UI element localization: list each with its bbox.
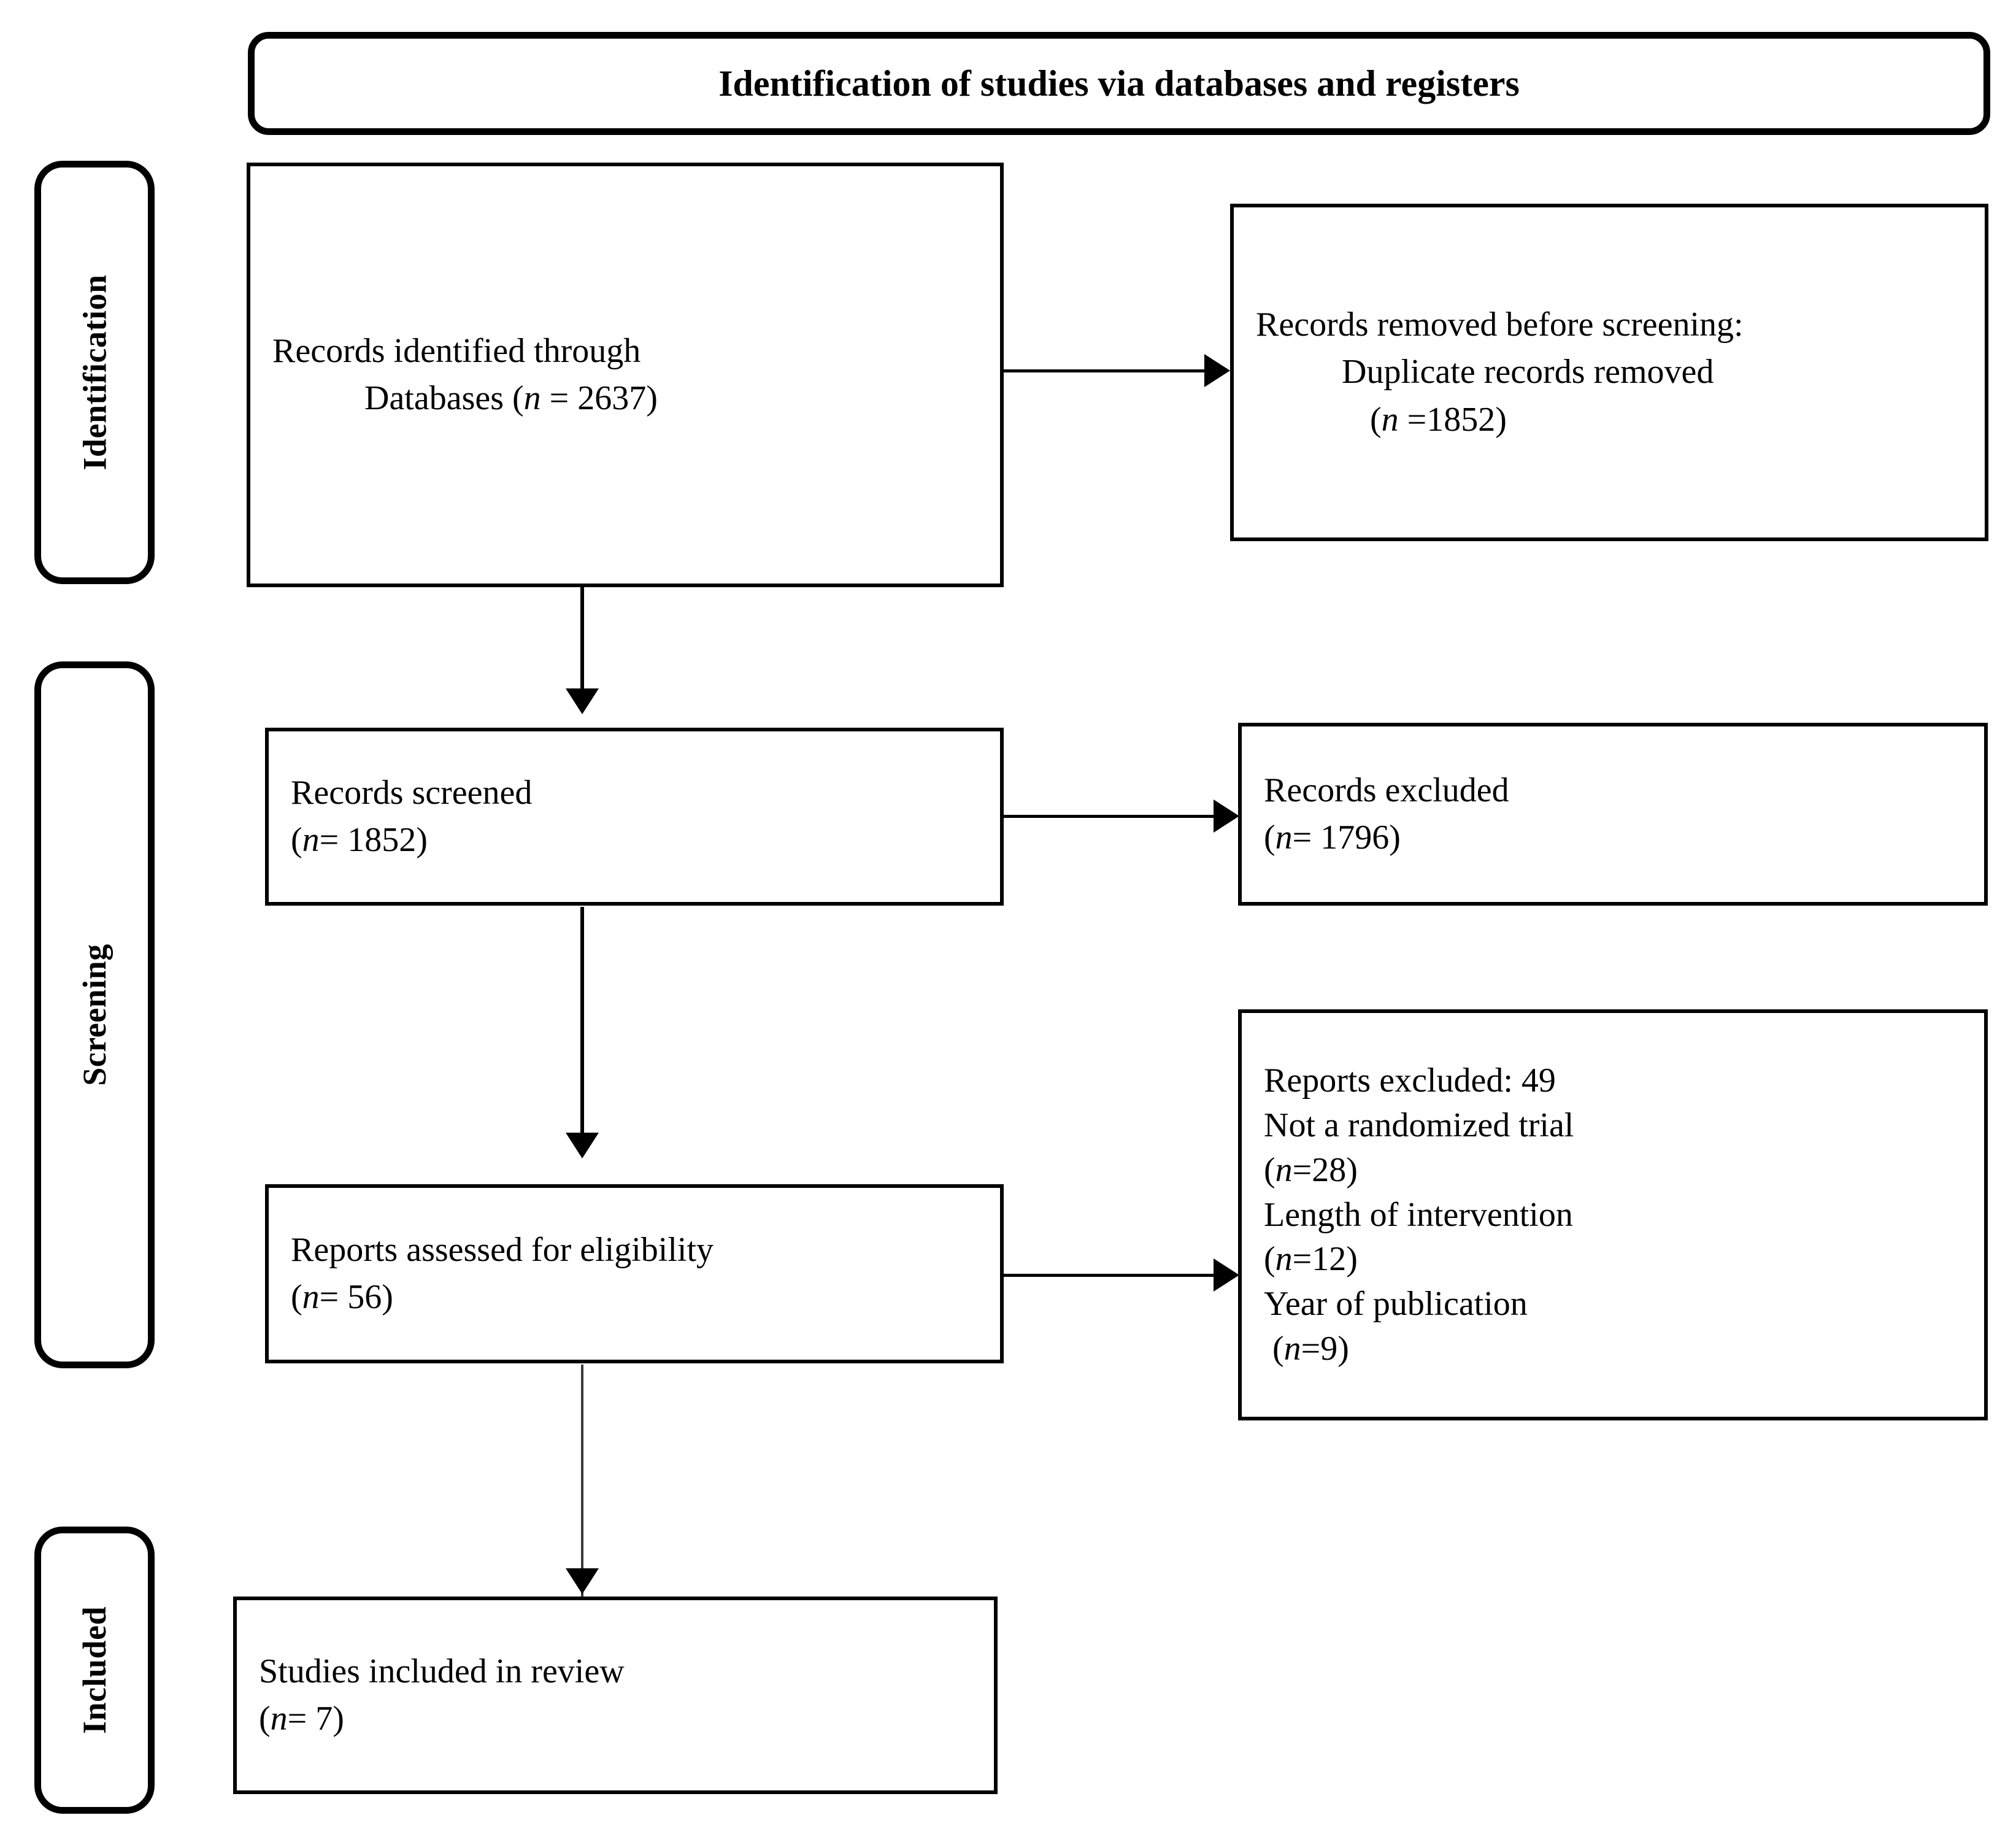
stage-label-screening: Screening <box>76 944 113 1086</box>
arrowhead-identified-to-screened <box>566 688 599 714</box>
reports-excluded-line-3: (n=28) <box>1264 1148 1962 1193</box>
connector-screened-to-assessed <box>580 907 584 1135</box>
records-removed-line-3: (n =1852) <box>1256 396 1963 444</box>
records-screened-line-2-n-italic: n <box>302 821 320 859</box>
records-excluded-line-2-prefix: ( <box>1264 819 1275 857</box>
reports-assessed-line-2-n-italic: n <box>302 1278 320 1316</box>
connector-screened-to-excluded <box>1004 815 1217 818</box>
arrowhead-assessed-to-included <box>566 1568 599 1594</box>
records-identified-line-1: Records identified through <box>272 331 641 370</box>
reports-excluded-line-2: Not a randomized trial <box>1264 1106 1574 1144</box>
records-identified-line-2-n-italic: n <box>523 379 541 417</box>
stage-pill-included: Included <box>34 1527 155 1814</box>
reports-excluded-line-6: Year of publication <box>1264 1285 1528 1323</box>
reports-excluded-line-5: (n=12) <box>1264 1237 1962 1282</box>
records-removed-line-1: Records removed before screening: <box>1256 306 1744 344</box>
box-records-excluded: Records excluded (n= 1796) <box>1238 723 1988 906</box>
box-records-removed-before-screening: Records removed before screening: Duplic… <box>1230 204 1988 541</box>
connector-assessed-to-included <box>581 1365 583 1608</box>
reports-excluded-line-7: (n=9) <box>1264 1327 1962 1371</box>
studies-included-line-2-suffix: = 7) <box>287 1700 344 1738</box>
studies-included-line-2-prefix: ( <box>259 1700 271 1738</box>
stage-label-identification: Identification <box>76 274 113 471</box>
reports-excluded-line-5-prefix: ( <box>1264 1240 1275 1279</box>
diagram-title-banner: Identification of studies via databases … <box>248 32 1990 135</box>
stage-pill-identification: Identification <box>34 161 155 584</box>
reports-assessed-line-2: (n= 56) <box>291 1274 978 1321</box>
records-excluded-line-1: Records excluded <box>1264 771 1509 809</box>
records-excluded-line-2-suffix: = 1796) <box>1292 819 1401 857</box>
studies-included-line-2-n-italic: n <box>270 1700 288 1738</box>
records-removed-line-3-suffix: =1852) <box>1398 400 1507 439</box>
records-identified-line-2-prefix: Databases ( <box>364 379 524 417</box>
stage-pill-screening: Screening <box>34 661 155 1368</box>
records-identified-line-2-suffix: = 2637) <box>541 379 658 417</box>
connector-identified-to-removed <box>1004 369 1206 372</box>
records-screened-line-2-prefix: ( <box>291 821 302 859</box>
connector-assessed-to-reports-excluded <box>1004 1274 1217 1277</box>
box-reports-assessed-for-eligibility: Reports assessed for eligibility (n= 56) <box>265 1184 1004 1363</box>
arrowhead-identified-to-removed <box>1204 354 1230 387</box>
reports-excluded-line-5-suffix: =12) <box>1292 1240 1358 1279</box>
reports-excluded-line-4: Length of intervention <box>1264 1195 1573 1234</box>
diagram-title-text: Identification of studies via databases … <box>718 63 1520 104</box>
reports-excluded-line-7-suffix: =9) <box>1301 1329 1349 1368</box>
records-screened-line-2: (n= 1852) <box>291 817 978 864</box>
reports-assessed-line-2-suffix: = 56) <box>319 1278 393 1316</box>
records-screened-line-2-suffix: = 1852) <box>319 821 428 859</box>
reports-excluded-line-3-n-italic: n <box>1275 1150 1293 1189</box>
reports-excluded-line-7-n-italic: n <box>1283 1329 1301 1368</box>
reports-excluded-line-1: Reports excluded: 49 <box>1264 1061 1556 1100</box>
records-removed-line-3-prefix: ( <box>1370 400 1382 439</box>
stage-label-included: Included <box>76 1606 113 1735</box>
reports-excluded-line-5-n-italic: n <box>1275 1240 1293 1279</box>
connector-identified-to-screened <box>580 587 584 690</box>
records-excluded-line-2-n-italic: n <box>1275 819 1293 857</box>
reports-assessed-line-2-prefix: ( <box>291 1278 302 1316</box>
studies-included-line-1: Studies included in review <box>259 1652 625 1690</box>
reports-excluded-line-3-prefix: ( <box>1264 1150 1275 1189</box>
records-screened-line-1: Records screened <box>291 773 533 812</box>
studies-included-line-2: (n= 7) <box>259 1695 972 1743</box>
records-excluded-line-2: (n= 1796) <box>1264 814 1962 861</box>
arrowhead-assessed-to-reports-excluded <box>1214 1258 1239 1292</box>
reports-assessed-line-1: Reports assessed for eligibility <box>291 1230 714 1269</box>
records-removed-line-2: Duplicate records removed <box>1342 353 1714 391</box>
box-records-screened: Records screened (n= 1852) <box>265 728 1004 906</box>
reports-excluded-line-3-suffix: =28) <box>1292 1150 1358 1189</box>
records-removed-line-3-n-italic: n <box>1381 400 1399 439</box>
box-studies-included-in-review: Studies included in review (n= 7) <box>233 1597 998 1794</box>
arrowhead-screened-to-excluded <box>1214 799 1239 833</box>
arrowhead-screened-to-assessed <box>566 1133 599 1158</box>
records-identified-line-2: Databases (n = 2637) <box>272 375 978 422</box>
box-reports-excluded: Reports excluded: 49 Not a randomized tr… <box>1238 1009 1988 1420</box>
reports-excluded-line-7-prefix: ( <box>1264 1329 1284 1368</box>
box-records-identified: Records identified through Databases (n … <box>247 163 1004 587</box>
